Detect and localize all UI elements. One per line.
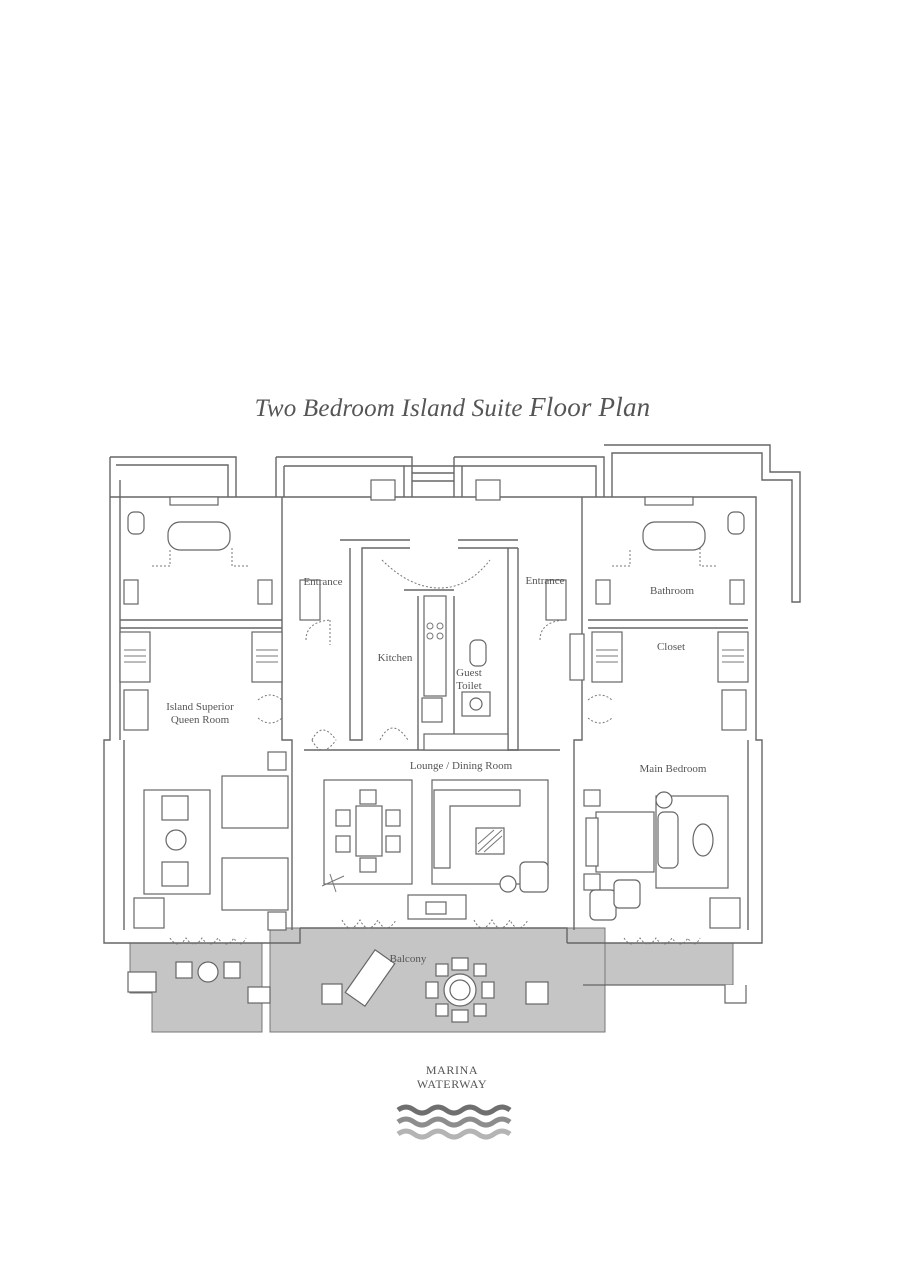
room-label-entrance-right: Entrance xyxy=(525,575,565,587)
marina-line2: WATERWAY xyxy=(416,1077,488,1091)
plan-title: Two Bedroom Island Suite Floor Plan xyxy=(0,392,905,423)
room-label-main-bedroom: Main Bedroom xyxy=(639,763,707,775)
room-label-island-queen-line1: Island Superior xyxy=(166,701,234,713)
water-waves-icon xyxy=(396,1104,512,1140)
marina-waterway-label: MARINA WATERWAY xyxy=(352,1063,552,1091)
queen-room-furniture xyxy=(133,751,289,931)
main-bedroom-furniture xyxy=(583,789,741,929)
marina-line1: MARINA xyxy=(425,1063,479,1077)
room-label-kitchen: Kitchen xyxy=(377,652,413,664)
balcony-furniture xyxy=(127,948,747,1023)
kitchen-units xyxy=(421,595,509,751)
plan-title-plain: Floor Plan xyxy=(529,392,651,422)
room-label-bathroom: Bathroom xyxy=(650,585,694,597)
room-label-island-queen-line2: Queen Room xyxy=(170,714,230,726)
room-label-entrance-left: Entrance xyxy=(303,576,343,588)
door-swings xyxy=(152,548,716,945)
plan-title-italic: Two Bedroom Island Suite xyxy=(254,395,523,422)
room-label-closet: Closet xyxy=(656,641,686,653)
room-label-guest-toilet: Guest Toilet xyxy=(446,667,492,693)
closet-racks xyxy=(119,631,749,683)
interior-walls xyxy=(120,497,749,930)
room-label-guest-line2: Toilet xyxy=(456,680,482,692)
outer-walls xyxy=(103,444,801,944)
room-label-guest-line1: Guest xyxy=(456,667,482,679)
bathroom-fixtures xyxy=(123,511,745,717)
room-label-lounge: Lounge / Dining Room xyxy=(409,760,513,772)
room-label-balcony: Balcony xyxy=(389,953,427,965)
lounge-furniture xyxy=(321,779,549,920)
room-label-island-queen: Island Superior Queen Room xyxy=(150,701,250,727)
